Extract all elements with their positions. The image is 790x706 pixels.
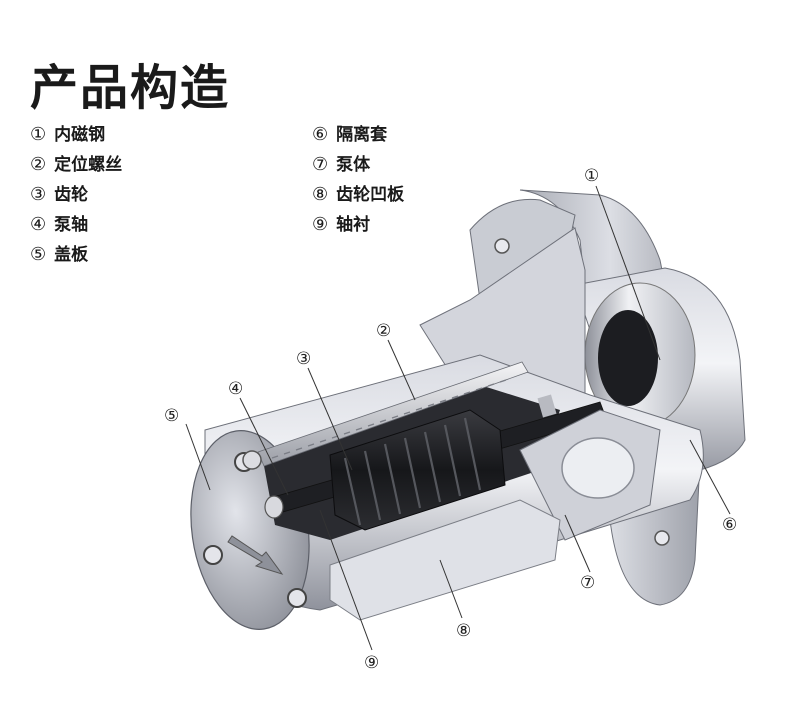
leader-line-7: [564, 514, 591, 573]
leader-line-3: [307, 367, 353, 471]
callout-8: ⑧: [456, 621, 471, 641]
callout-4: ④: [228, 379, 243, 399]
bolt-hole: [654, 530, 670, 546]
leader-line-1: [595, 185, 661, 361]
leader-lines: [185, 185, 731, 651]
callout-3: ③: [296, 349, 311, 369]
callout-7: ⑦: [580, 573, 595, 593]
leader-line-5: [185, 423, 211, 491]
positioning-screw: [242, 361, 529, 470]
gear-concave-plate: [329, 499, 561, 621]
cover-bolt: [287, 588, 307, 608]
page-title: 产品构造: [30, 60, 231, 116]
callout-1: ①: [584, 166, 599, 186]
leader-line-8: [439, 559, 463, 619]
leader-line-9: [319, 509, 373, 651]
callout-9: ⑨: [364, 653, 379, 673]
flow-arrow-icon: [227, 535, 284, 575]
callout-2: ②: [376, 321, 391, 341]
inner-magnet-inner: [598, 310, 658, 406]
callout-5: ⑤: [164, 406, 179, 426]
leader-line-4: [239, 397, 289, 496]
bolt-hole: [494, 238, 510, 254]
leader-line-6: [689, 439, 731, 515]
callout-6: ⑥: [722, 515, 737, 535]
helical-gears: [329, 409, 506, 531]
cover-bolt: [203, 545, 223, 565]
gear-pocket: [561, 437, 635, 499]
leader-line-2: [387, 339, 416, 401]
